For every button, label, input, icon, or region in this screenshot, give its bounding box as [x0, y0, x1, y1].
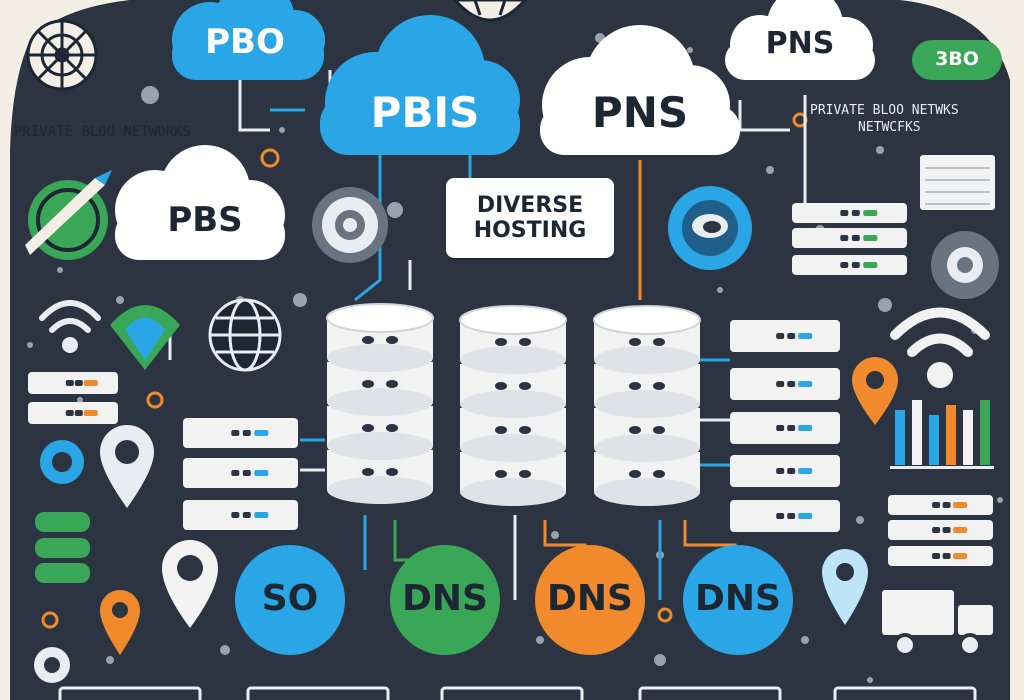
globe-icon: [208, 298, 282, 372]
menu-panel-icon: [920, 155, 995, 210]
cloud-pns-center-label: PNS: [591, 88, 689, 137]
right-network-label-2: NETWCFKS: [858, 120, 921, 135]
cloud-pbis-label: PBIS: [370, 88, 480, 137]
cloud-pbis: [320, 15, 520, 155]
green-compass-icon: [25, 170, 112, 260]
rack-unit: [730, 412, 840, 444]
rack-unit: [183, 500, 298, 530]
pin-icon-blue-right: [822, 549, 868, 625]
rack-unit: [730, 320, 840, 352]
rack-unit: [888, 520, 993, 540]
bottom-trays: [58, 686, 977, 700]
green-badge: [912, 40, 1002, 80]
gear-icon-bottom-left: [34, 647, 70, 683]
wifi-icon-green: [110, 305, 180, 370]
hosting-line-2: HOSTING: [473, 218, 587, 243]
wifi-icon-left: [39, 300, 101, 353]
circle-dns-orange-label: DNS: [547, 578, 633, 619]
rack-unit: [730, 455, 840, 487]
database-stack: [326, 303, 434, 504]
pin-icon-gray: [100, 425, 154, 508]
globe-wheel-icon: [26, 19, 98, 91]
green-database-icon: [35, 512, 90, 583]
dot-icon-left: [40, 440, 84, 484]
right-network-label-1: PRIVATE BLOO NETWKS: [810, 103, 959, 118]
cloud-pns-right-label: PNS: [765, 26, 835, 61]
cloud-pns-center: [540, 25, 740, 155]
rack-unit: [730, 500, 840, 532]
pin-icon-orange-right: [852, 357, 898, 425]
database-stack: [593, 305, 701, 506]
bar-chart-icon: [890, 400, 994, 469]
circle-dns-green: [390, 545, 500, 655]
rack-unit: [183, 418, 298, 448]
record-icon: [312, 187, 388, 263]
circle-so-label: SO: [261, 578, 319, 619]
blue-disc-icon: [668, 186, 752, 270]
truck-icon: [882, 590, 993, 657]
circle-dns-blue-label: DNS: [695, 578, 781, 619]
top-globe-icon: [453, 0, 527, 22]
left-network-label: PRIVATE BLOO NETWORKS: [14, 124, 192, 140]
rack-unit: [730, 368, 840, 400]
circle-dns-orange: [535, 545, 645, 655]
server-racks: [28, 203, 993, 566]
top-right-globe-icon: [930, 0, 990, 6]
cloud-pbs-label: PBS: [167, 200, 243, 240]
cloud-pbo: [172, 0, 325, 80]
rack-unit: [792, 228, 907, 248]
database-stacks: [326, 303, 701, 506]
database-stack: [459, 305, 567, 506]
circle-so: [235, 545, 345, 655]
pin-icon-white: [162, 540, 218, 628]
wifi-icon-right: [890, 307, 990, 388]
cloud-pns-right: [725, 0, 875, 80]
rack-unit: [792, 255, 907, 275]
cloud-pbo-label: PBO: [205, 22, 285, 62]
rack-unit: [792, 203, 907, 223]
pin-icon-orange-left: [100, 590, 140, 655]
rack-unit: [28, 372, 118, 394]
circle-dns-blue: [683, 545, 793, 655]
rack-unit: [888, 546, 993, 566]
gray-gear-icon: [931, 231, 999, 299]
circle-dns-green-label: DNS: [402, 578, 488, 619]
hosting-line-1: DIVERSE: [476, 192, 584, 218]
cloud-pbs: [115, 145, 285, 260]
rack-unit: [28, 402, 118, 424]
diverse-hosting-box: DIVERSE HOSTING: [446, 178, 614, 258]
rack-unit: [888, 495, 993, 515]
rack-unit: [183, 458, 298, 488]
green-badge-label: 3BO: [935, 48, 979, 70]
